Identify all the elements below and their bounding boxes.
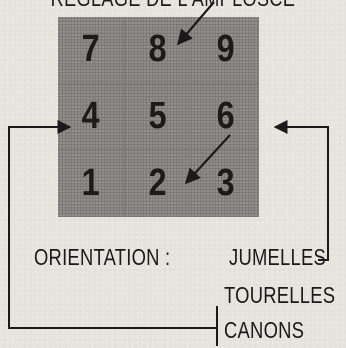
keypad-cell-3: 3 (192, 150, 259, 217)
keypad-cell-label: 9 (216, 28, 235, 71)
keypad-cell-5: 5 (125, 83, 192, 151)
orientation-label: ORIENTATION : (34, 244, 171, 270)
keypad-cell-label: 7 (82, 28, 100, 71)
option-canons: CANONS (224, 317, 305, 343)
keypad-cell-label: 2 (149, 162, 167, 205)
diagram-title: RÉGLAGE DE L'AMPLOSCE (31, 0, 315, 12)
keypad-cell-8: 8 (125, 17, 192, 84)
option-jumelles: JUMELLES (229, 244, 327, 270)
keypad-cell-9: 9 (192, 17, 259, 84)
keypad-cell-1: 1 (58, 150, 125, 217)
keypad-cell-label: 3 (216, 162, 235, 205)
keypad-cell-6: 6 (192, 84, 259, 151)
keypad-cell-label: 5 (149, 94, 167, 137)
arrow-to-2 (184, 134, 231, 185)
keypad-cell-7: 7 (58, 17, 125, 84)
keypad-grid: 7 8 9 4 5 6 1 2 3 (58, 17, 259, 217)
keypad-cell-4: 4 (58, 83, 125, 151)
keypad-cell-label: 6 (216, 94, 235, 137)
keypad-cell-label: 1 (82, 162, 100, 205)
jumelles-bracket-to-6 (273, 120, 329, 261)
canons-bracket-to-4 (8, 120, 217, 329)
option-tourelles: TOURELLES (224, 282, 336, 308)
keypad-cell-label: 4 (82, 94, 100, 137)
arrow-to-8 (176, 1, 215, 46)
keypad-cell-label: 8 (149, 28, 167, 71)
